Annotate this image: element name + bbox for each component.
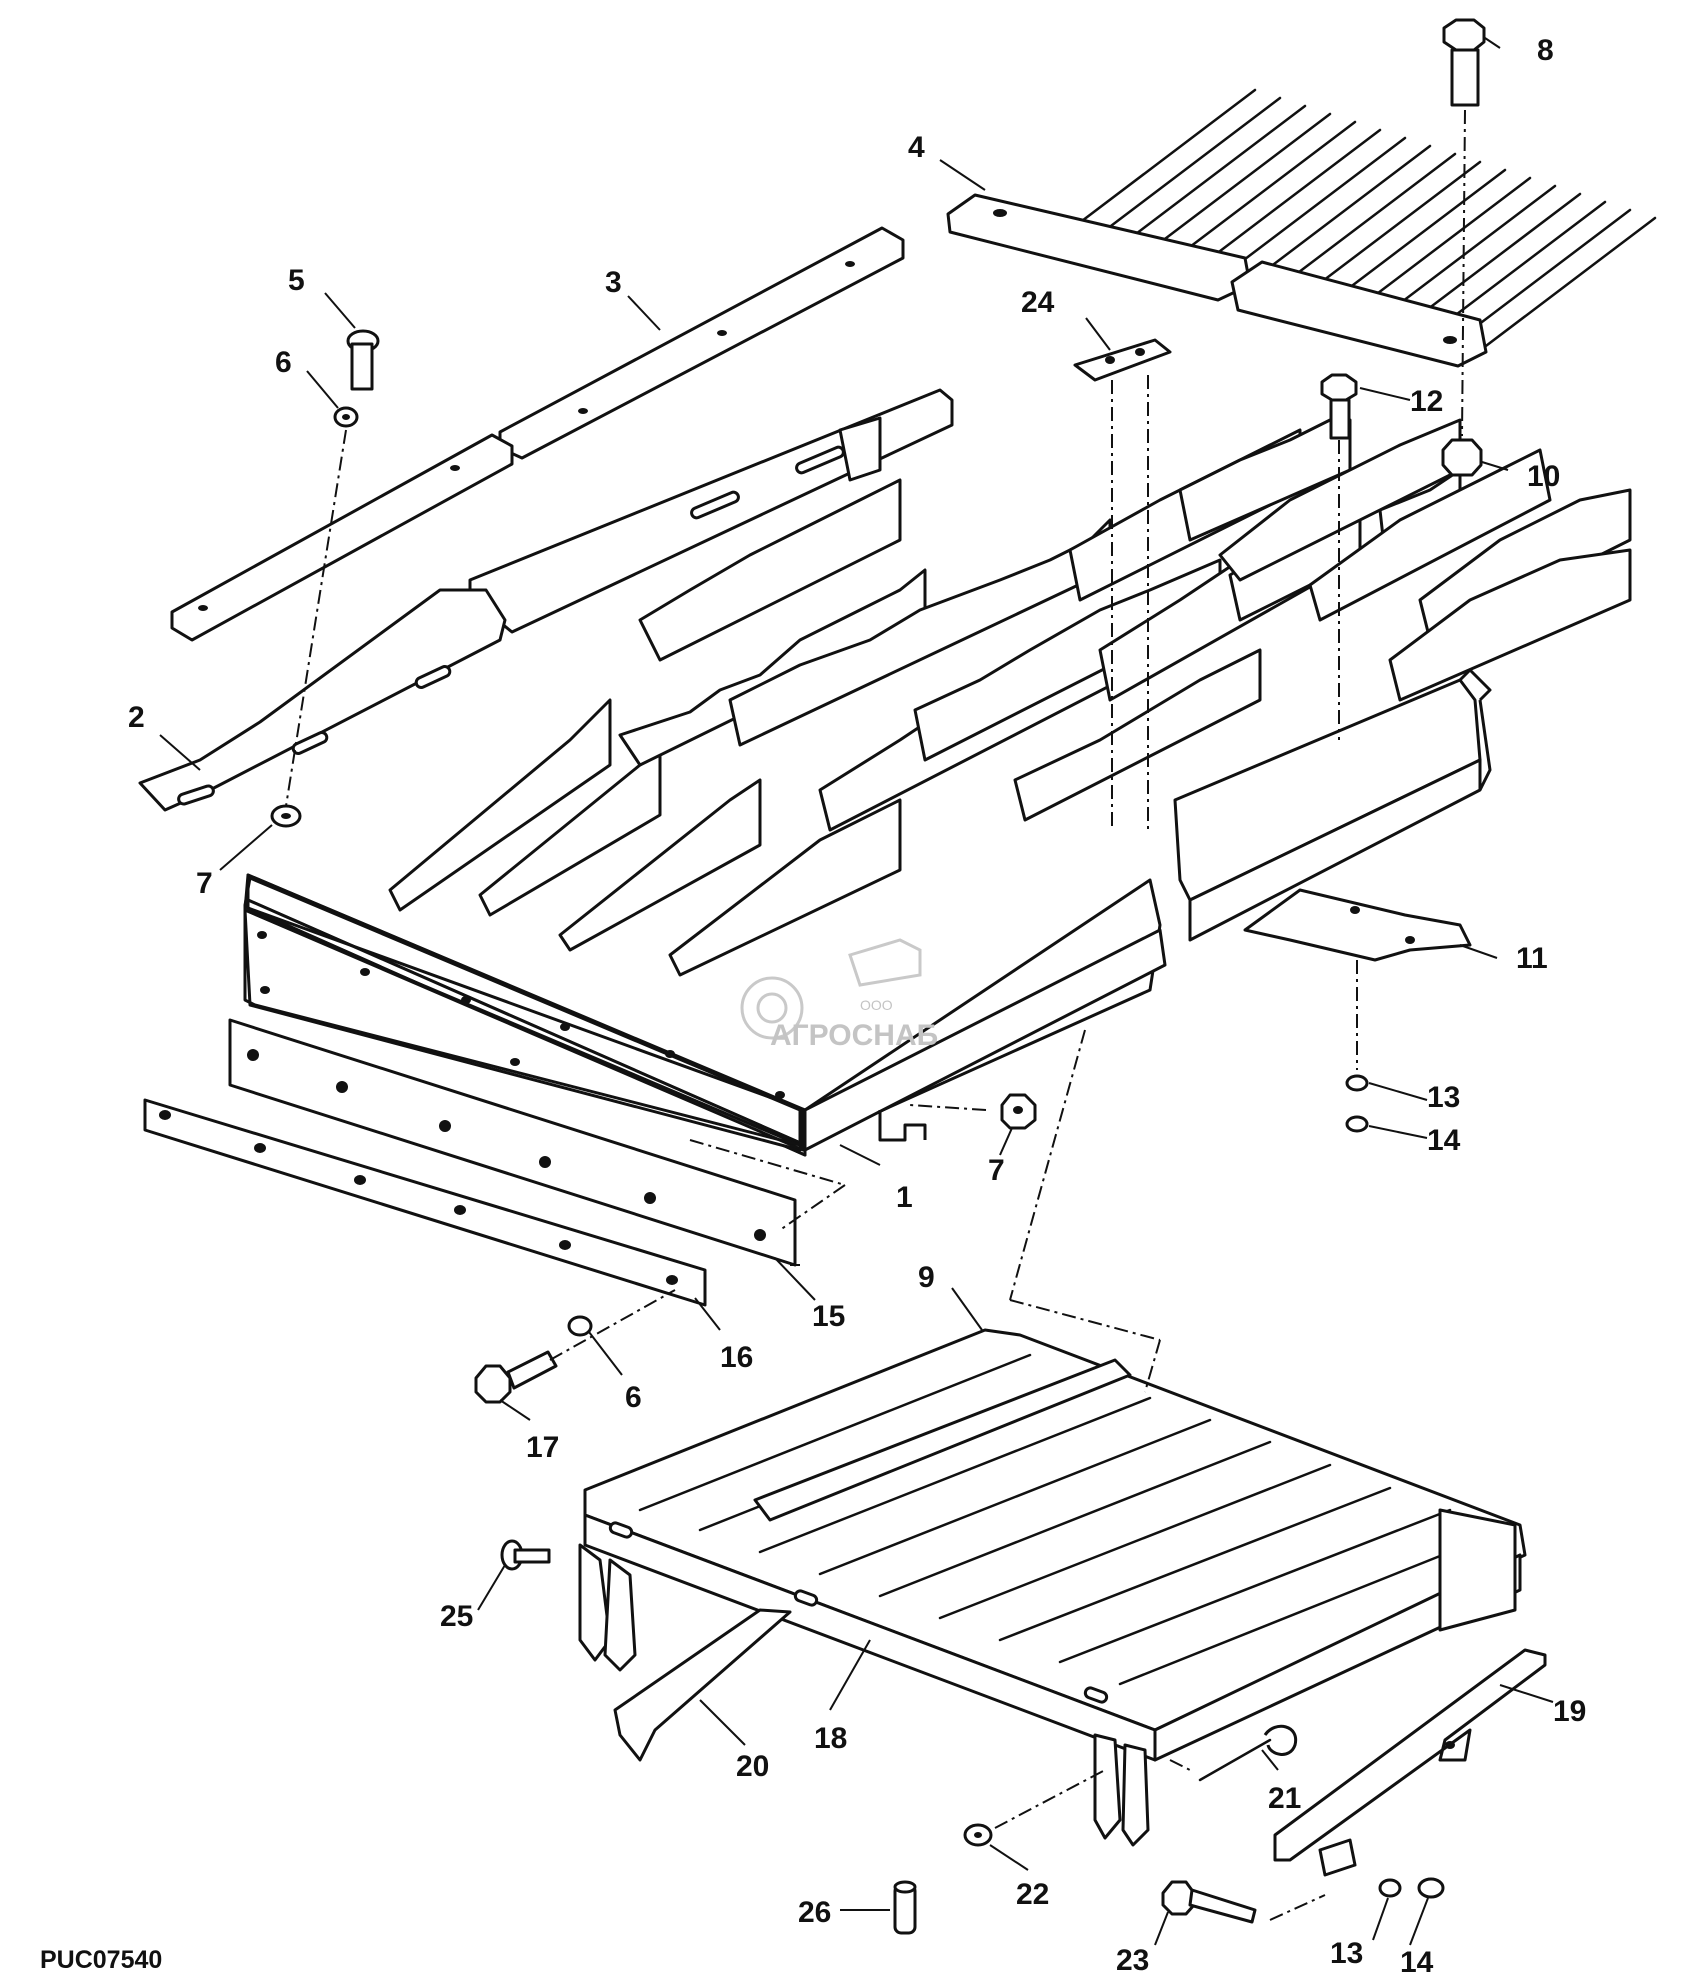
callout-11: 11 — [1516, 942, 1548, 975]
part-4-finger-grate — [946, 88, 1657, 368]
part-24-plate — [1073, 338, 1172, 382]
callout-6-bottom: 6 — [625, 1381, 642, 1414]
callout-15: 15 — [812, 1300, 845, 1333]
callout-7-left: 7 — [196, 867, 213, 900]
callout-1: 1 — [896, 1181, 913, 1214]
part-9-grate — [583, 1328, 1527, 1762]
part-10-nut — [1441, 438, 1483, 477]
callout-2: 2 — [128, 701, 145, 734]
callout-10: 10 — [1527, 460, 1560, 493]
callout-3: 3 — [605, 266, 622, 299]
watermark: ООО АГРОСНАБ — [740, 938, 938, 1052]
callout-7-right: 7 — [988, 1154, 1005, 1187]
part-22-nut — [963, 1823, 993, 1847]
callout-20: 20 — [736, 1750, 769, 1783]
callout-17: 17 — [526, 1431, 559, 1464]
part-16-bar — [143, 1098, 707, 1307]
diagram-code: PUC07540 — [40, 1946, 162, 1974]
callout-6-top: 6 — [275, 346, 292, 379]
part-21-rod — [1198, 1724, 1298, 1782]
callout-labels: 1 2 3 4 5 6 6 7 7 8 9 10 11 12 13 13 14 … — [128, 34, 1586, 1979]
right-channel-beam — [1173, 668, 1492, 942]
part-26-pin — [893, 1880, 917, 1935]
callout-24: 24 — [1021, 286, 1055, 319]
callout-23: 23 — [1116, 1944, 1149, 1977]
callout-9: 9 — [918, 1261, 935, 1294]
callout-8: 8 — [1537, 34, 1554, 67]
grate-legs — [578, 1543, 1150, 1847]
callout-16: 16 — [720, 1341, 753, 1374]
watermark-line2: АГРОСНАБ — [770, 1019, 938, 1052]
part-6-washer-top — [333, 406, 359, 428]
callout-14-right: 14 — [1427, 1124, 1461, 1157]
callout-26: 26 — [798, 1896, 831, 1929]
part-13-washer-right — [1345, 1074, 1369, 1092]
callout-21: 21 — [1268, 1782, 1301, 1815]
part-1-frame — [243, 873, 1167, 1157]
center-lines — [285, 109, 1466, 1921]
part-2-bar — [138, 588, 507, 812]
part-3-strip — [498, 226, 905, 460]
part-5-bolt — [346, 329, 380, 391]
callout-4: 4 — [908, 131, 925, 164]
part-25-bolt — [500, 1539, 551, 1571]
callout-22: 22 — [1016, 1878, 1049, 1911]
part-8-bolt — [1442, 18, 1486, 107]
part-14-nut-bottom — [1417, 1877, 1445, 1899]
part-7-nut-left — [270, 804, 302, 828]
callout-19: 19 — [1553, 1695, 1586, 1728]
callout-5: 5 — [288, 264, 305, 297]
part-14-nut-right — [1345, 1115, 1369, 1133]
watermark-line1: ООО — [860, 997, 893, 1013]
part-17-bolt — [474, 1350, 558, 1404]
part-6-washer-bottom — [567, 1315, 593, 1337]
part-11-bracket — [1243, 888, 1472, 962]
callout-leaders — [159, 37, 1554, 1946]
part-19-bracket — [1273, 1648, 1547, 1877]
callout-18: 18 — [814, 1722, 847, 1755]
part-13-washer-bottom — [1378, 1878, 1402, 1898]
callout-13-bottom: 13 — [1330, 1937, 1363, 1970]
divider-fins — [388, 418, 1632, 977]
part-strip-left — [170, 433, 514, 642]
part-plate-mid — [795, 416, 882, 482]
part-20-angle — [613, 1608, 792, 1762]
callout-14-bottom: 14 — [1400, 1946, 1434, 1979]
callout-13-right: 13 — [1427, 1081, 1460, 1114]
part-23-bolt — [1161, 1880, 1257, 1924]
callout-12: 12 — [1410, 385, 1443, 418]
callout-25: 25 — [440, 1600, 473, 1633]
part-7-nut-right — [1000, 1093, 1037, 1130]
part-12-bolt — [1320, 373, 1358, 440]
part-18-side-rail — [608, 1521, 1109, 1704]
